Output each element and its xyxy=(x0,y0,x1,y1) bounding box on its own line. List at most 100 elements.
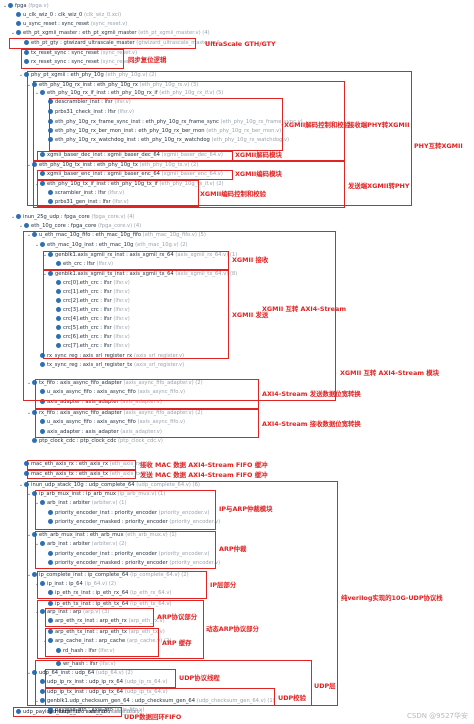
tree-row[interactable]: priority_encoder_inst : priority_encoder… xyxy=(42,550,209,559)
expand-chevron-icon[interactable]: ⌄ xyxy=(26,670,32,676)
tree-row[interactable]: prbs31_check_inst : lfsr (lfsr.v) xyxy=(42,108,134,117)
tree-row[interactable]: crc[0].eth_crc : lfsr (lfsr.v) xyxy=(50,279,130,288)
tree-row[interactable]: ⌄eth_pt_xgmii_master : eth_pt_xgmii_mast… xyxy=(10,29,210,38)
tree-row[interactable]: axis_adapter : axis_adapter (axis_adapte… xyxy=(34,398,162,407)
tree-row[interactable]: crc[6].eth_crc : lfsr (lfsr.v) xyxy=(50,333,130,342)
tree-row[interactable]: ptp_clock_cdc : ptp_clock_cdc (ptp_clock… xyxy=(26,437,163,446)
tree-row[interactable]: crc[3].eth_crc : lfsr (lfsr.v) xyxy=(50,306,130,315)
tree-row[interactable]: xgmii_baser_dec_inst : xgmii_baser_dec_6… xyxy=(34,151,223,160)
tree-row[interactable]: crc[4].eth_crc : lfsr (lfsr.v) xyxy=(50,315,130,324)
tree-row[interactable]: crc[5].eth_crc : lfsr (lfsr.v) xyxy=(50,324,130,333)
tree-row[interactable]: priority_encoder_inst : priority_encoder… xyxy=(42,509,209,518)
expand-chevron-icon[interactable]: ⌄ xyxy=(34,242,40,248)
tree-row[interactable]: crc[2].eth_crc : lfsr (lfsr.v) xyxy=(50,297,130,306)
tree-row[interactable]: ⌄rx_fifo : axis_async_fifo_adapter (axis… xyxy=(26,409,203,418)
tree-row[interactable]: priority_encoder_masked : priority_encod… xyxy=(42,559,220,568)
tree-row[interactable]: arp_eth_rx_inst : arp_eth_rx (arp_eth_rx… xyxy=(42,617,165,626)
tree-row[interactable]: eth_phy_10g_rx_watchdog_inst : eth_phy_1… xyxy=(42,136,289,145)
tree-row[interactable]: rx_reset_sync : sync_reset (sync_reset.v… xyxy=(18,58,137,67)
tree-row[interactable]: u_axis_async_fifo : axis_async_fifo (axi… xyxy=(34,418,185,427)
tree-row[interactable]: xgmii_baser_enc_inst : xgmii_baser_enc_6… xyxy=(34,170,223,179)
tree-row[interactable]: ⌄phy_pt_xgmii : eth_phy_10g (eth_phy_10g… xyxy=(18,71,156,80)
tree-row[interactable]: prbs31_gen_inst : lfsr (lfsr.v) xyxy=(42,198,129,207)
tree-row[interactable]: ip_eth_tx_inst : ip_eth_tx_64 (ip_eth_tx… xyxy=(42,600,172,609)
tree-row[interactable]: ip_eth_rx_inst : ip_eth_rx_64 (ip_eth_rx… xyxy=(42,589,171,598)
expand-chevron-icon[interactable]: ⌄ xyxy=(34,181,40,187)
tree-row[interactable]: descrambler_inst : lfsr (lfsr.v) xyxy=(42,98,131,107)
expand-chevron-icon[interactable]: ⌄ xyxy=(18,223,24,229)
tree-row[interactable]: crc[7].eth_crc : lfsr (lfsr.v) xyxy=(50,342,130,351)
tree-row[interactable]: wr_hash : lfsr (lfsr.v) xyxy=(50,660,116,669)
expand-chevron-icon[interactable]: ⌄ xyxy=(34,541,40,547)
expand-chevron-icon[interactable]: ⌄ xyxy=(18,482,24,488)
tree-row[interactable]: ⌄eth_mac_10g_inst : eth_mac_10g (eth_mac… xyxy=(34,241,188,250)
tree-row[interactable]: rd_hash : lfsr (lfsr.v) xyxy=(50,647,115,656)
expand-chevron-icon[interactable]: ⌄ xyxy=(10,214,16,220)
tree-row[interactable]: ⌄eth_phy_10g_rx_if_inst : eth_phy_10g_rx… xyxy=(34,89,223,98)
tree-row[interactable]: rx_sync_reg : axis_srl_register_rx (axis… xyxy=(34,352,184,361)
tree-row[interactable]: ⌄udp_64_inst : udp_64 (udp_64.v) (2) xyxy=(26,669,133,678)
tree-row[interactable]: ⌄inun_25g_udp : fpga_core (fpga_core.v) … xyxy=(10,213,135,222)
tree-row[interactable]: mac_eth_axis_rx : eth_axis_rx (eth_axis_… xyxy=(18,460,148,469)
tree-row[interactable]: ⌄arp_inst : arp (arp.v) (3) xyxy=(34,608,109,617)
tree-row[interactable]: ⌄eth_arb_mux_inst : eth_arb_mux (eth_arb… xyxy=(26,531,177,540)
box-mac-tx xyxy=(27,470,136,479)
tree-row[interactable]: ⌄eth_phy_10g_rx_inst : eth_phy_10g_rx (e… xyxy=(26,81,198,90)
tree-row[interactable]: ⌄tx_fifo : axis_async_fifo_adapter (axis… xyxy=(26,379,203,388)
tree-row[interactable]: udp_payload_loop_fifo : axis_fifo (axis_… xyxy=(10,708,139,717)
tree-row[interactable]: u_clk_wiz_0 : clk_wiz_0 (clk_wiz_0.xci) xyxy=(10,11,121,20)
tree-row[interactable]: ⌄genblk1.udp_checksum_gen_64 : udp_check… xyxy=(34,697,275,706)
tree-row[interactable]: tx_sync_reg : axis_srl_register_tx (axis… xyxy=(34,361,184,370)
expand-chevron-icon[interactable]: ⌄ xyxy=(26,572,32,578)
expand-chevron-icon[interactable]: ⌄ xyxy=(26,380,32,386)
tree-row[interactable]: eth_phy_10g_rx_ber_mon_inst : eth_phy_10… xyxy=(42,127,281,136)
tree-row[interactable]: ⌄genblk1.axis_xgmii_tx_inst : axis_xgmii… xyxy=(42,270,237,279)
expand-chevron-icon[interactable]: ⌄ xyxy=(26,82,32,88)
tree-row[interactable]: ⌄u_eth_mac_10g_fifo : eth_mac_10g_fifo (… xyxy=(26,231,206,240)
tree-row[interactable]: udp_ip_tx_inst : udp_ip_tx_64 (udp_ip_tx… xyxy=(34,688,168,697)
expand-chevron-icon[interactable]: ⌄ xyxy=(42,638,48,644)
tree-row[interactable]: ⌄arp_cache_inst : arp_cache (arp_cache.v… xyxy=(42,637,171,646)
expand-chevron-icon[interactable]: ⌄ xyxy=(34,500,40,506)
tree-row[interactable]: header_fifo : axis_fifo (axis_fifo.v) xyxy=(42,708,142,717)
expand-chevron-icon[interactable]: ⌄ xyxy=(26,410,32,416)
expand-chevron-icon[interactable]: ⌄ xyxy=(2,3,8,9)
tree-row[interactable]: eth_phy_10g_rx_frame_sync_inst : eth_phy… xyxy=(42,118,303,127)
tree-row[interactable]: crc[1].eth_crc : lfsr (lfsr.v) xyxy=(50,288,130,297)
tree-row[interactable]: mac_eth_axis_tx : eth_axis_tx (eth_axis_… xyxy=(18,470,148,479)
expand-chevron-icon[interactable]: ⌄ xyxy=(34,90,40,96)
tree-row[interactable]: ⌄ip_arb_mux_inst : ip_arb_mux (ip_arb_mu… xyxy=(26,490,165,499)
expand-chevron-icon[interactable]: ⌄ xyxy=(26,162,32,168)
tree-row[interactable]: ⌄genblk1.axis_xgmii_rx_inst : axis_xgmii… xyxy=(42,251,237,260)
expand-chevron-icon[interactable]: ⌄ xyxy=(34,581,40,587)
tree-row[interactable]: arp_eth_tx_inst : arp_eth_tx (arp_eth_tx… xyxy=(42,628,165,637)
tree-row[interactable]: udp_ip_rx_inst : udp_ip_rx_64 (udp_ip_rx… xyxy=(34,678,168,687)
tree-row[interactable]: ⌄ip_complete_inst : ip_complete_64 (ip_c… xyxy=(26,571,189,580)
tree-row[interactable]: ⌄eth_phy_10g_tx_inst : eth_phy_10g_tx (e… xyxy=(26,161,198,170)
expand-chevron-icon[interactable]: ⌄ xyxy=(26,532,32,538)
tree-row[interactable]: axis_adapter : axis_adapter (axis_adapte… xyxy=(34,428,162,437)
tree-row[interactable]: priority_encoder_masked : priority_encod… xyxy=(42,518,220,527)
tree-row[interactable]: scrambler_inst : lfsr (lfsr.v) xyxy=(42,189,124,198)
tree-row[interactable]: ⌄fpga (fpga.v) xyxy=(2,2,49,11)
expand-chevron-icon[interactable]: ⌄ xyxy=(42,252,48,258)
tree-row[interactable]: tx_reset_sync : sync_reset (sync_reset.v… xyxy=(18,49,137,58)
tree-row[interactable]: ⌄ip_inst : ip_64 (ip_64.v) (2) xyxy=(34,580,116,589)
expand-chevron-icon[interactable]: ⌄ xyxy=(42,271,48,277)
expand-chevron-icon[interactable]: ⌄ xyxy=(34,609,40,615)
tree-row[interactable]: ⌄arb_inst : arbiter (arbiter.v) (1) xyxy=(34,499,126,508)
expand-chevron-icon[interactable]: ⌄ xyxy=(26,232,32,238)
tree-row[interactable]: ⌄eth_10g_core : fpga_core (fpga_core.v) … xyxy=(18,222,141,231)
tree-row[interactable]: ⌄inun_udp_stack_10g : udp_complete_64 (u… xyxy=(18,481,200,490)
tree-row[interactable]: eth_crc : lfsr (lfsr.v) xyxy=(50,260,113,269)
tree-row[interactable]: ⌄eth_phy_10g_tx_if_inst : eth_phy_10g_tx… xyxy=(34,180,224,189)
module-icon xyxy=(16,20,21,26)
tree-row[interactable]: u_sync_reset : sync_reset (sync_reset.v) xyxy=(10,20,127,29)
expand-chevron-icon[interactable]: ⌄ xyxy=(34,698,40,704)
expand-chevron-icon[interactable]: ⌄ xyxy=(18,72,24,78)
tree-row[interactable]: u_axis_async_fifo : axis_async_fifo (axi… xyxy=(34,388,185,397)
expand-chevron-icon[interactable]: ⌄ xyxy=(10,30,16,36)
tree-row[interactable]: eth_pt_gty : gtwizard_ultrascale_master … xyxy=(18,39,220,48)
expand-chevron-icon[interactable]: ⌄ xyxy=(26,491,32,497)
tree-row[interactable]: ⌄arb_inst : arbiter (arbiter.v) (2) xyxy=(34,540,126,549)
